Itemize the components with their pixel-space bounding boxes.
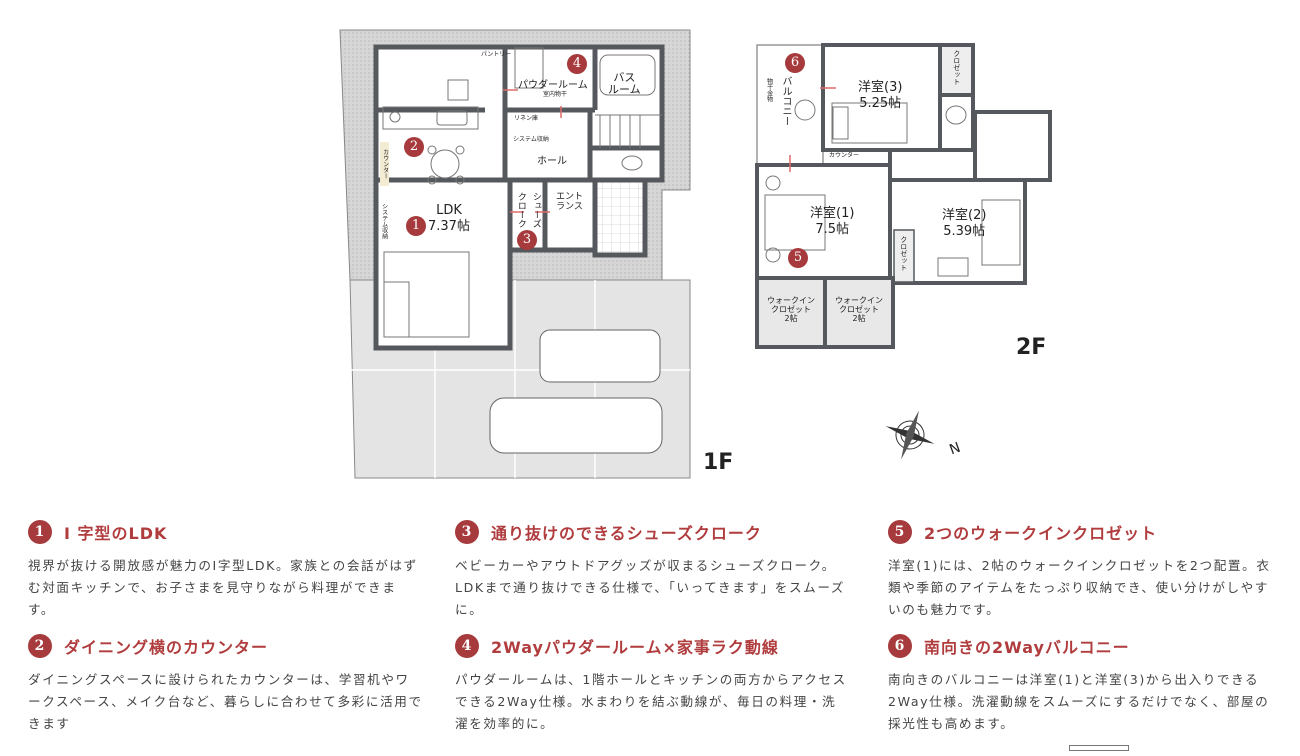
building-1f (373, 44, 665, 351)
feature-heading-5: 5 2つのウォークインクロゼット (888, 519, 1288, 545)
label-ldk-size: 7.37帖 (428, 219, 470, 235)
label-room2-size: 5.39帖 (943, 224, 986, 240)
feature-title: 南向きの2Wayバルコニー (924, 638, 1130, 657)
feature-column-1: 1 I 字型のLDK 視界が抜ける開放感が魅力のI字型LDK。家族との会話がはずむ… (28, 519, 428, 747)
marker-1: 1 (406, 216, 426, 236)
label-entrance-line1: エント (556, 192, 584, 202)
label-linen: リネン庫 (514, 115, 539, 122)
feature-title: 2Wayパウダールーム×家事ラク動線 (491, 638, 779, 657)
label-cloak: クローク (515, 192, 526, 228)
feature-heading-6: 6 南向きの2Wayバルコニー (888, 633, 1288, 659)
feature-marker: 1 (28, 520, 52, 544)
label-counter-2f: カウンター (829, 152, 860, 159)
label-room1-name: 洋室(1) (810, 206, 855, 221)
feature-column-2: 3 通り抜けのできるシューズクローク ベビーカーやアウトドアグッズが収まるシューズ… (455, 519, 855, 747)
label-room3-size: 5.25帖 (859, 96, 902, 112)
label-counter: カウンター (380, 142, 389, 186)
wic1-line2: クロゼット (771, 304, 811, 314)
label-indoor-drying: 室内物干 (543, 91, 568, 98)
wic1-line3: 2帖 (784, 313, 798, 323)
feature-title: 通り抜けのできるシューズクローク (491, 524, 762, 543)
label-closet-2: クロゼット (899, 236, 908, 271)
feature-marker: 5 (888, 520, 912, 544)
wic1-line1: ウォークイン (767, 296, 815, 305)
label-room3: 洋室(3)5.25帖 (858, 80, 902, 113)
feature-heading-3: 3 通り抜けのできるシューズクローク (455, 519, 855, 545)
label-system-storage-ldk: システム収納 (380, 203, 388, 239)
feature-heading-4: 4 2Wayパウダールーム×家事ラク動線 (455, 633, 855, 659)
floor-label-1f: 1F (703, 450, 734, 475)
label-room1: 洋室(1)7.5帖 (810, 206, 854, 239)
floor-label-2f: 2F (1016, 335, 1047, 360)
feature-heading-1: 1 I 字型のLDK (28, 519, 428, 545)
label-drying-hardware: 物干金物 (765, 78, 773, 102)
label-room2: 洋室(2)5.39帖 (942, 208, 986, 241)
label-bath-line2: ルーム (608, 83, 641, 97)
feature-body: パウダールームは、1階ホールとキッチンの両方からアクセスできる2Way仕様。水ま… (455, 672, 847, 731)
label-closet-3: クロゼット (952, 50, 961, 85)
feature-body: ダイニングスペースに設けられたカウンターは、学習机やワークスペース、メイク台など… (28, 672, 423, 731)
label-entrance-line2: ランス (556, 201, 583, 212)
label-room1-size: 7.5帖 (815, 222, 850, 238)
label-bath-room: バスルーム (608, 71, 641, 97)
access-arrows (503, 87, 836, 213)
marker-4: 4 (567, 54, 587, 74)
feature-marker: 6 (888, 634, 912, 658)
label-bath-line1: バス (613, 71, 636, 84)
feature-body: ベビーカーやアウトドアグッズが収まるシューズクローク。LDKまで通り抜けできる仕… (455, 558, 846, 617)
feature-marker: 4 (455, 634, 479, 658)
marker-3: 3 (517, 230, 537, 250)
label-hall: ホール (537, 156, 567, 167)
building-2f (755, 43, 1052, 349)
feature-marker: 2 (28, 634, 52, 658)
feature-title: ダイニング横のカウンター (64, 638, 269, 657)
marker-2: 2 (404, 137, 424, 157)
label-room3-name: 洋室(3) (858, 80, 903, 95)
label-ldk-name: LDK (436, 203, 462, 218)
feature-title: 2つのウォークインクロゼット (924, 524, 1158, 543)
label-shoes: シューズ (530, 192, 541, 228)
scroll-indicator (1069, 745, 1129, 751)
wic2-line3: 2帖 (852, 313, 866, 323)
feature-heading-2: 2 ダイニング横のカウンター (28, 633, 428, 659)
feature-body: 視界が抜ける開放感が魅力のI字型LDK。家族との会話がはずむ対面キッチンで、お子… (28, 558, 418, 617)
label-pantry: パントリー (481, 51, 512, 58)
feature-marker: 3 (455, 520, 479, 544)
label-entrance: エントランス (556, 192, 584, 213)
compass-icon (885, 410, 935, 460)
marker-6: 6 (785, 53, 805, 73)
furniture-1f (382, 47, 663, 454)
label-room2-name: 洋室(2) (942, 208, 987, 223)
feature-column-3: 5 2つのウォークインクロゼット 洋室(1)には、2帖のウォークインクロゼットを2… (888, 519, 1288, 747)
feature-body: 南向きのバルコニーは洋室(1)と洋室(3)から出入りできる2Way仕様。洗濯動線… (888, 672, 1270, 731)
feature-body: 洋室(1)には、2帖のウォークインクロゼットを2つ配置。衣類や季節のアイテムをた… (888, 558, 1271, 617)
label-powder-room: パウダールーム (518, 80, 588, 91)
label-system-storage-hall: システム収納 (513, 136, 549, 143)
wic2-line2: クロゼット (839, 304, 879, 314)
feature-title: I 字型のLDK (64, 524, 168, 543)
marker-5: 5 (788, 248, 808, 268)
floor-plan-drawing (339, 29, 1052, 479)
label-balcony: バルコニー (780, 76, 791, 126)
wic2-line1: ウォークイン (835, 296, 883, 305)
